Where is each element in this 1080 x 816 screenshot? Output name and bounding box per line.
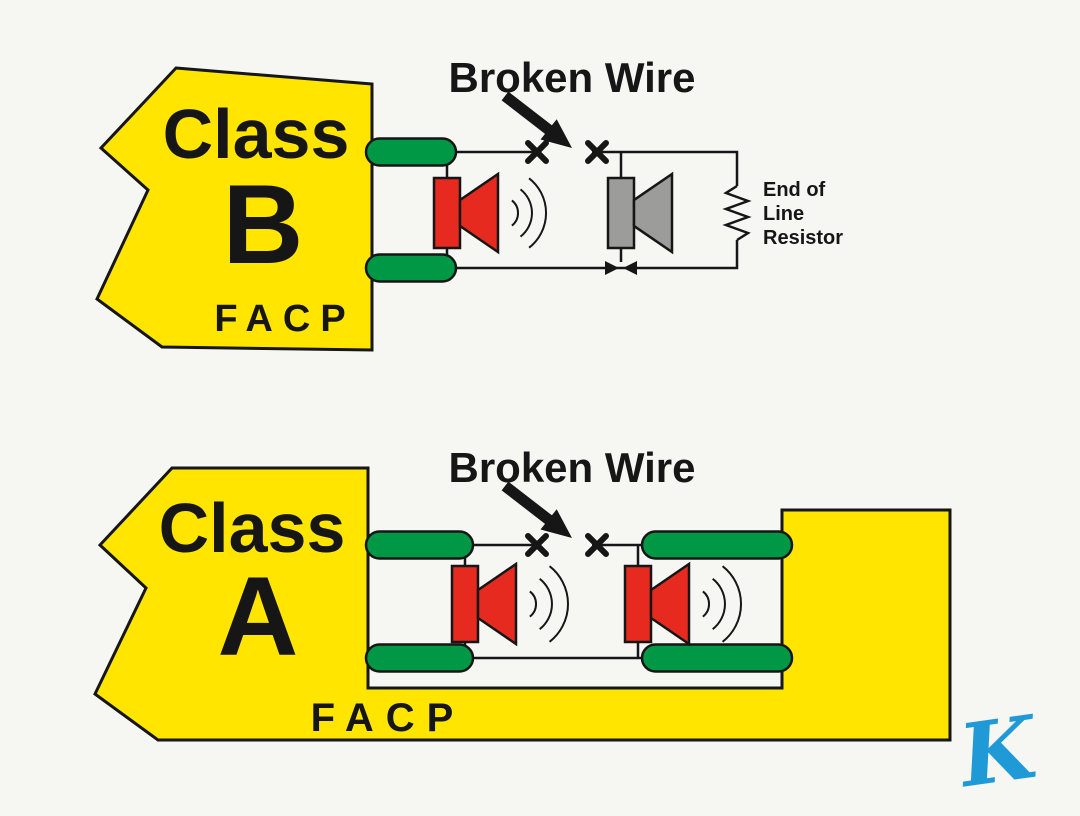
arrow-head-icon [540,119,572,148]
class-b-diagram: Broken Wire Class B FACP End of Line Res… [95,54,843,352]
sound-wave [721,565,743,643]
eol-label-line3: Resistor [763,227,843,249]
sound-wave [528,177,547,249]
class-a-facp-label: FACP [311,696,466,740]
horn-bell [632,171,674,255]
class-b-circuit-wire [452,150,739,270]
break-x-marks [525,533,609,557]
sound-wave [511,199,519,227]
horn-driver [623,564,653,644]
class-a-green-wire-out-top [364,530,475,560]
horn-bell [649,561,691,647]
class-b-letter: B [223,162,304,287]
eol-resistor-label: End of Line Resistor [763,179,843,249]
class-b-facp-panel [95,66,374,352]
class-a-green-wire-return-top [640,530,794,560]
class-b-facp-label: FACP [214,298,355,340]
horn-driver [450,564,480,644]
wire-connector [605,261,637,275]
sound-wave [529,590,537,618]
class-a-broken-wire-label: Broken Wire [448,444,695,491]
class-a-class-word: Class [159,489,346,567]
sound-wave [548,565,570,643]
class-b-green-wire-out [364,137,458,167]
break-x-marks [525,140,609,164]
class-a-green-wire-out-bottom [364,643,475,673]
sound-wave [519,188,533,238]
class-b-class-word: Class [163,95,350,173]
eol-resistor-symbol [722,184,752,242]
sounding-horn [432,171,547,255]
horn-bell [458,171,500,255]
broken-wire-arrow [501,91,572,148]
arrow-shaft [501,91,553,135]
sound-wave [539,578,553,630]
arrow-shaft [501,481,553,525]
class-b-green-wire-return [364,253,458,283]
eol-label-line1: End of [763,179,826,201]
class-a-diagram: Broken Wire Class A FACP [93,444,952,742]
class-b-broken-wire-label: Broken Wire [448,54,695,101]
class-a-green-wire-return-bottom [640,643,794,673]
silent-horn [606,171,674,255]
horn-driver [606,176,636,250]
broken-wire-arrow [501,481,572,538]
horn-driver [432,176,462,250]
class-a-letter: A [218,554,299,679]
sounding-horn-1 [450,561,570,647]
sounding-horn-2 [623,561,743,647]
signature-k: K [951,696,1045,807]
eol-label-line2: Line [763,203,804,225]
arrow-head-icon [540,509,572,538]
horn-bell [476,561,518,647]
sound-wave [702,590,710,618]
sound-wave [712,578,726,630]
